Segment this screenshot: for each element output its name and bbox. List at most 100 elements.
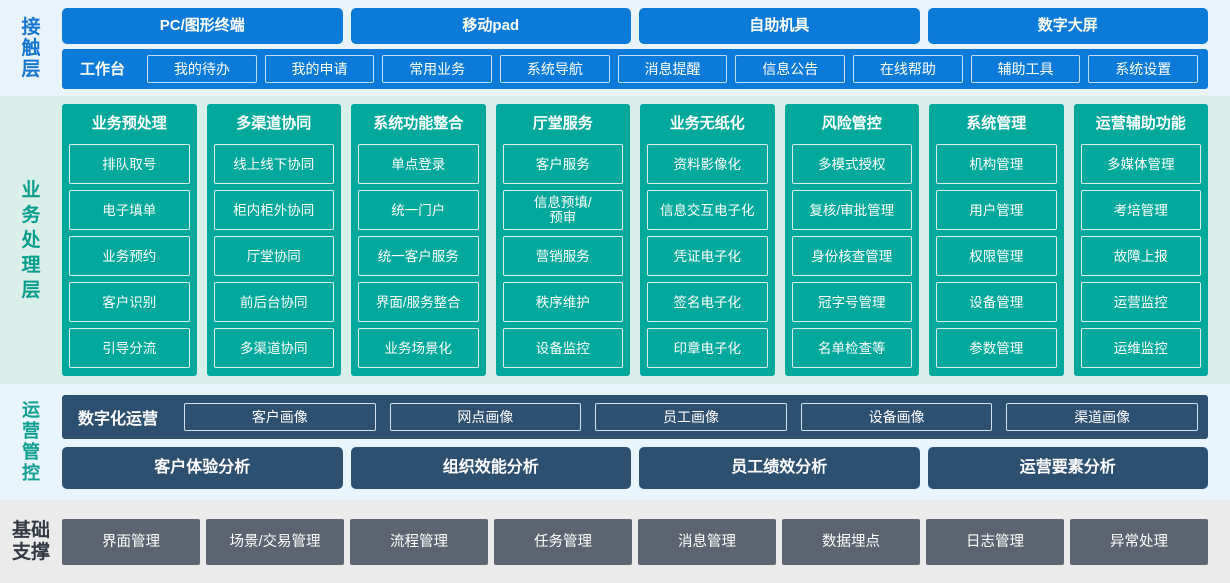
business-item[interactable]: 秩序维护 [502,282,623,322]
workbench-item-system-navigation[interactable]: 系统导航 [500,54,610,83]
business-item[interactable]: 统一客户服务 [358,236,479,276]
foundation-item-scene-transaction-management[interactable]: 场景/交易管理 [206,518,344,565]
business-item[interactable]: 客户服务 [502,144,623,184]
contact-layer: 接 触 层 PC/图形终端 移动pad 自助机具 数字大屏 工作台 我的待办 我… [0,0,1230,96]
foundation-item-message-management[interactable]: 消息管理 [638,518,776,565]
business-item[interactable]: 名单检查等 [791,328,912,368]
business-column-group: 业务预处理 排队取号 电子填单 业务预约 客户识别 引导分流 多渠道协同 线上线… [62,104,1208,376]
digital-operations-bar: 数字化运营 客户画像 网点画像 员工画像 设备画像 渠道画像 [62,395,1208,439]
business-item[interactable]: 复核/审批管理 [791,190,912,230]
business-item[interactable]: 运维监控 [1080,328,1201,368]
workbench-item-message-alert[interactable]: 消息提醒 [617,54,728,83]
business-item[interactable]: 设备监控 [502,328,623,368]
business-item[interactable]: 故障上报 [1080,236,1201,276]
business-item[interactable]: 多渠道协同 [213,328,334,368]
column-header: 业务无纸化 [669,115,745,132]
business-item[interactable]: 凭证电子化 [647,236,768,276]
workbench-item-common-business[interactable]: 常用业务 [382,54,493,83]
analysis-organization-efficiency[interactable]: 组织效能分析 [350,447,631,489]
workbench-item-my-application[interactable]: 我的申请 [264,54,375,83]
business-label-char-0: 业 [21,179,41,201]
business-column-system-integration: 系统功能整合 单点登录 统一门户 统一客户服务 界面/服务整合 业务场景化 [351,104,486,376]
business-item[interactable]: 参数管理 [936,328,1057,368]
business-item[interactable]: 业务预约 [69,236,190,276]
business-item[interactable]: 冠字号管理 [791,282,912,322]
business-item[interactable]: 机构管理 [936,144,1057,184]
workbench-bar: 工作台 我的待办 我的申请 常用业务 系统导航 消息提醒 信息公告 在线帮助 辅… [62,48,1208,89]
business-item[interactable]: 统一门户 [358,190,479,230]
workbench-item-announcement[interactable]: 信息公告 [735,54,846,83]
column-header: 系统管理 [966,115,1027,132]
business-column-paperless: 业务无纸化 资料影像化 信息交互电子化 凭证电子化 签名电子化 印章电子化 [640,104,775,376]
business-item[interactable]: 电子填单 [69,190,190,230]
foundation-item-data-tracking[interactable]: 数据埋点 [782,518,920,565]
business-item[interactable]: 多模式授权 [791,144,912,184]
channel-self-service-machine[interactable]: 自助机具 [639,7,920,44]
business-label-char-4: 层 [21,279,41,301]
foundation-layer-label: 基础 支撑 [0,520,62,564]
business-item[interactable]: 印章电子化 [647,328,768,368]
business-item[interactable]: 资料影像化 [647,144,768,184]
business-layer-label: 业 务 处 理 层 [0,178,62,303]
portrait-device[interactable]: 设备画像 [800,403,993,431]
business-item[interactable]: 信息预填/ 预审 [502,190,623,230]
business-column-operations-support: 运营辅助功能 多媒体管理 考培管理 故障上报 运营监控 运维监控 [1073,104,1208,376]
foundation-item-task-management[interactable]: 任务管理 [494,518,632,565]
foundation-item-exception-handling[interactable]: 异常处理 [1070,518,1208,565]
business-item[interactable]: 运营监控 [1080,282,1201,322]
foundation-item-process-management[interactable]: 流程管理 [350,518,488,565]
business-item[interactable]: 引导分流 [69,328,190,368]
business-item[interactable]: 排队取号 [69,144,190,184]
business-item[interactable]: 营销服务 [502,236,623,276]
workbench-item-my-todo[interactable]: 我的待办 [147,54,257,83]
foundation-item-ui-management[interactable]: 界面管理 [62,518,200,565]
business-column-lobby-service: 厅堂服务 客户服务 信息预填/ 预审 营销服务 秩序维护 设备监控 [495,104,630,376]
business-item[interactable]: 界面/服务整合 [358,282,479,322]
business-item[interactable]: 权限管理 [936,236,1057,276]
channel-pc[interactable]: PC/图形终端 [62,7,343,44]
foundation-item-log-management[interactable]: 日志管理 [926,518,1064,565]
business-item[interactable]: 客户识别 [69,282,190,322]
column-header: 多渠道协同 [236,115,312,132]
business-item[interactable]: 业务场景化 [358,328,479,368]
business-item[interactable]: 用户管理 [936,190,1057,230]
analysis-employee-performance[interactable]: 员工绩效分析 [639,447,920,489]
business-item[interactable]: 身份核查管理 [791,236,912,276]
operations-layer: 运 营 管 控 数字化运营 客户画像 网点画像 员工画像 设备画像 渠道画像 客… [0,384,1230,500]
business-item[interactable]: 设备管理 [936,282,1057,322]
operations-label-char-3: 控 [22,463,40,483]
business-item[interactable]: 前后台协同 [213,282,334,322]
analysis-operation-factors[interactable]: 运营要素分析 [927,447,1208,489]
portrait-channel[interactable]: 渠道画像 [1006,403,1198,431]
analysis-customer-experience[interactable]: 客户体验分析 [62,447,343,489]
column-header: 业务预处理 [91,115,167,132]
workbench-item-online-help[interactable]: 在线帮助 [853,54,963,83]
business-column-preprocessing: 业务预处理 排队取号 电子填单 业务预约 客户识别 引导分流 [62,104,197,376]
business-item[interactable]: 信息交互电子化 [647,190,768,230]
business-item[interactable]: 签名电子化 [647,282,768,322]
business-column-system-management: 系统管理 机构管理 用户管理 权限管理 设备管理 参数管理 [929,104,1064,376]
foundation-label-line-1: 支撑 [11,541,50,563]
column-header: 系统功能整合 [373,115,464,132]
workbench-title: 工作台 [80,61,126,78]
business-item[interactable]: 多媒体管理 [1080,144,1201,184]
analysis-row: 客户体验分析 组织效能分析 员工绩效分析 运营要素分析 [62,447,1208,489]
workbench-item-system-settings[interactable]: 系统设置 [1088,54,1199,83]
business-item[interactable]: 线上线下协同 [213,144,334,184]
workbench-item-aux-tools[interactable]: 辅助工具 [970,54,1081,83]
business-item[interactable]: 厅堂协同 [213,236,334,276]
business-item[interactable]: 柜内柜外协同 [213,190,334,230]
channel-mobile-pad[interactable]: 移动pad [350,7,631,44]
business-item[interactable]: 考培管理 [1080,190,1201,230]
operations-layer-body: 数字化运营 客户画像 网点画像 员工画像 设备画像 渠道画像 客户体验分析 组织… [62,395,1208,489]
operations-label-char-1: 营 [22,421,40,441]
business-item[interactable]: 单点登录 [358,144,479,184]
operations-layer-label: 运 营 管 控 [0,400,62,484]
foundation-layer: 基础 支撑 界面管理 场景/交易管理 流程管理 任务管理 消息管理 数据埋点 日… [0,500,1230,583]
column-header: 运营辅助功能 [1095,115,1186,132]
portrait-employee[interactable]: 员工画像 [595,403,787,431]
portrait-customer[interactable]: 客户画像 [184,403,376,431]
channel-digital-screen[interactable]: 数字大屏 [927,7,1208,44]
portrait-branch[interactable]: 网点画像 [389,403,582,431]
